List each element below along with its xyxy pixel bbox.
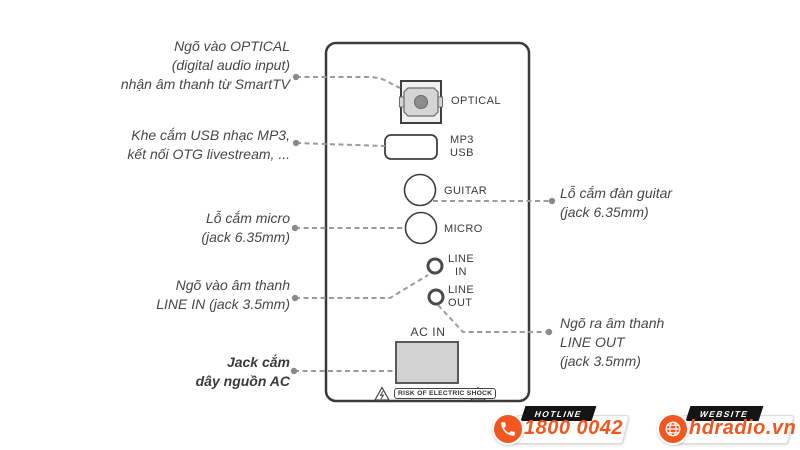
callout-line-out-line2: LINE OUT [560, 334, 625, 350]
callout-line-in-line1: Ngõ vào âm thanh [175, 277, 290, 293]
callout-micro: Lỗ cắm micro (jack 6.35mm) [201, 209, 290, 247]
callout-line-out-line1: Ngõ ra âm thanh [560, 315, 665, 331]
callout-line-in: Ngõ vào âm thanh LINE IN (jack 3.5mm) [156, 276, 290, 314]
lightning-warning-icon [373, 386, 391, 401]
electric-shock-warning-label: RISK OF ELECTRIC SHOCK [394, 388, 497, 399]
line-out-jack [427, 288, 445, 306]
micro-port-label: MICRO [444, 223, 483, 235]
guitar-jack [403, 173, 437, 207]
hotline-badge: HOTLINE 1800 0042 [468, 400, 638, 448]
callout-guitar-line1: Lỗ cắm đàn guitar [560, 185, 673, 201]
callout-line-line-out [437, 304, 549, 333]
website-url: hdradio.vn [689, 417, 797, 439]
line-in-jack [426, 257, 444, 275]
phone-icon [492, 413, 524, 445]
ac-inlet [395, 341, 459, 384]
line-in-label-line1: LINE [448, 253, 475, 265]
line-in-port-label: LINE IN [448, 253, 474, 279]
callout-guitar-line2: (jack 6.35mm) [560, 204, 649, 220]
optical-port [399, 80, 443, 124]
callout-usb: Khe cắm USB nhạc MP3, kết nối OTG livest… [127, 126, 290, 164]
callout-guitar: Lỗ cắm đàn guitar (jack 6.35mm) [560, 184, 672, 222]
callout-line-out: Ngõ ra âm thanh LINE OUT (jack 3.5mm) [560, 314, 664, 371]
micro-jack [404, 211, 438, 245]
website-badge: WEBSITE hdradio.vn [633, 400, 800, 448]
usb-port-label-line1: MP3 [450, 134, 474, 146]
line-out-label-line1: LINE [448, 284, 475, 296]
callout-optical-line3: nhận âm thanh từ SmartTV [120, 76, 290, 92]
callout-usb-line2: kết nối OTG livestream, ... [127, 146, 290, 162]
callout-ac-line2: dây nguồn AC [195, 373, 290, 389]
callout-line-optical [296, 76, 401, 89]
ac-in-label: AC IN [410, 325, 446, 339]
callout-usb-line1: Khe cắm USB nhạc MP3, [131, 127, 290, 143]
guitar-port-label: GUITAR [444, 185, 488, 197]
optical-port-label: OPTICAL [451, 95, 501, 107]
line-out-port-label: LINE OUT [448, 284, 474, 310]
globe-icon [657, 413, 689, 445]
callout-micro-line2: (jack 6.35mm) [201, 229, 290, 245]
usb-port [384, 134, 438, 160]
hotline-number: 1800 0042 [524, 417, 624, 439]
line-out-label-line2: OUT [448, 297, 473, 309]
usb-port-label-line2: USB [450, 147, 474, 159]
line-in-label-line2: IN [455, 266, 467, 278]
callout-optical-line1: Ngõ vào OPTICAL [174, 38, 290, 54]
callout-line-out-line3: (jack 3.5mm) [560, 353, 641, 369]
usb-port-label: MP3 USB [450, 134, 474, 160]
callout-micro-line1: Lỗ cắm micro [205, 210, 290, 226]
callout-line-usb [295, 142, 386, 147]
callout-ac-power: Jack cắm dây nguồn AC [196, 353, 290, 391]
callout-line-endpoints [290, 73, 556, 375]
callout-line-in-line2: LINE IN (jack 3.5mm) [156, 296, 290, 312]
callout-line-line-in [295, 274, 429, 299]
callout-optical: Ngõ vào OPTICAL (digital audio input) nh… [121, 37, 290, 94]
callout-optical-line2: (digital audio input) [171, 57, 290, 73]
callout-ac-line1: Jack cắm [226, 354, 290, 370]
